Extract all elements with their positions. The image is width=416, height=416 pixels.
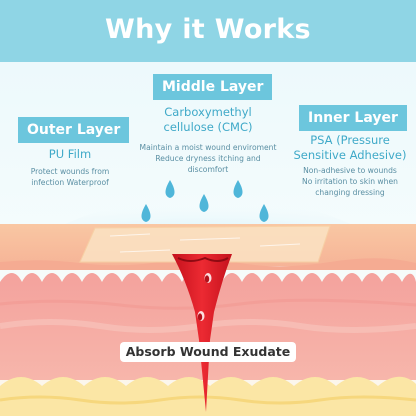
header-bar: Why it Works [0,0,416,62]
outer-layer-material: PU Film [48,147,92,161]
wound-cut [172,254,232,412]
water-drop [165,180,175,198]
page-title: Why it Works [105,14,311,45]
absorb-exudate-banner: Absorb Wound Exudate [120,342,296,362]
water-drop [259,204,269,222]
inner-layer-material: PSA (Pressure Sensitive Adhesive) [293,133,407,162]
water-drop [233,180,243,198]
inner-layer-description: Non-adhesive to wounds No irritation to … [302,166,398,197]
inner-layer-tag: Inner Layer [299,105,407,131]
water-drop [141,204,151,222]
water-drop [199,194,209,212]
middle-layer-material: Carboxymethyl cellulose (CMC) [163,105,253,134]
dressing-pad [79,225,331,263]
water-droplets [141,180,269,222]
middle-layer-description: Maintain a moist wound enviroment Reduce… [139,143,277,174]
middle-layer-tag: Middle Layer [153,74,273,100]
outer-layer-tag: Outer Layer [18,117,130,143]
outer-layer-description: Protect wounds from infection Waterproof [30,167,110,187]
